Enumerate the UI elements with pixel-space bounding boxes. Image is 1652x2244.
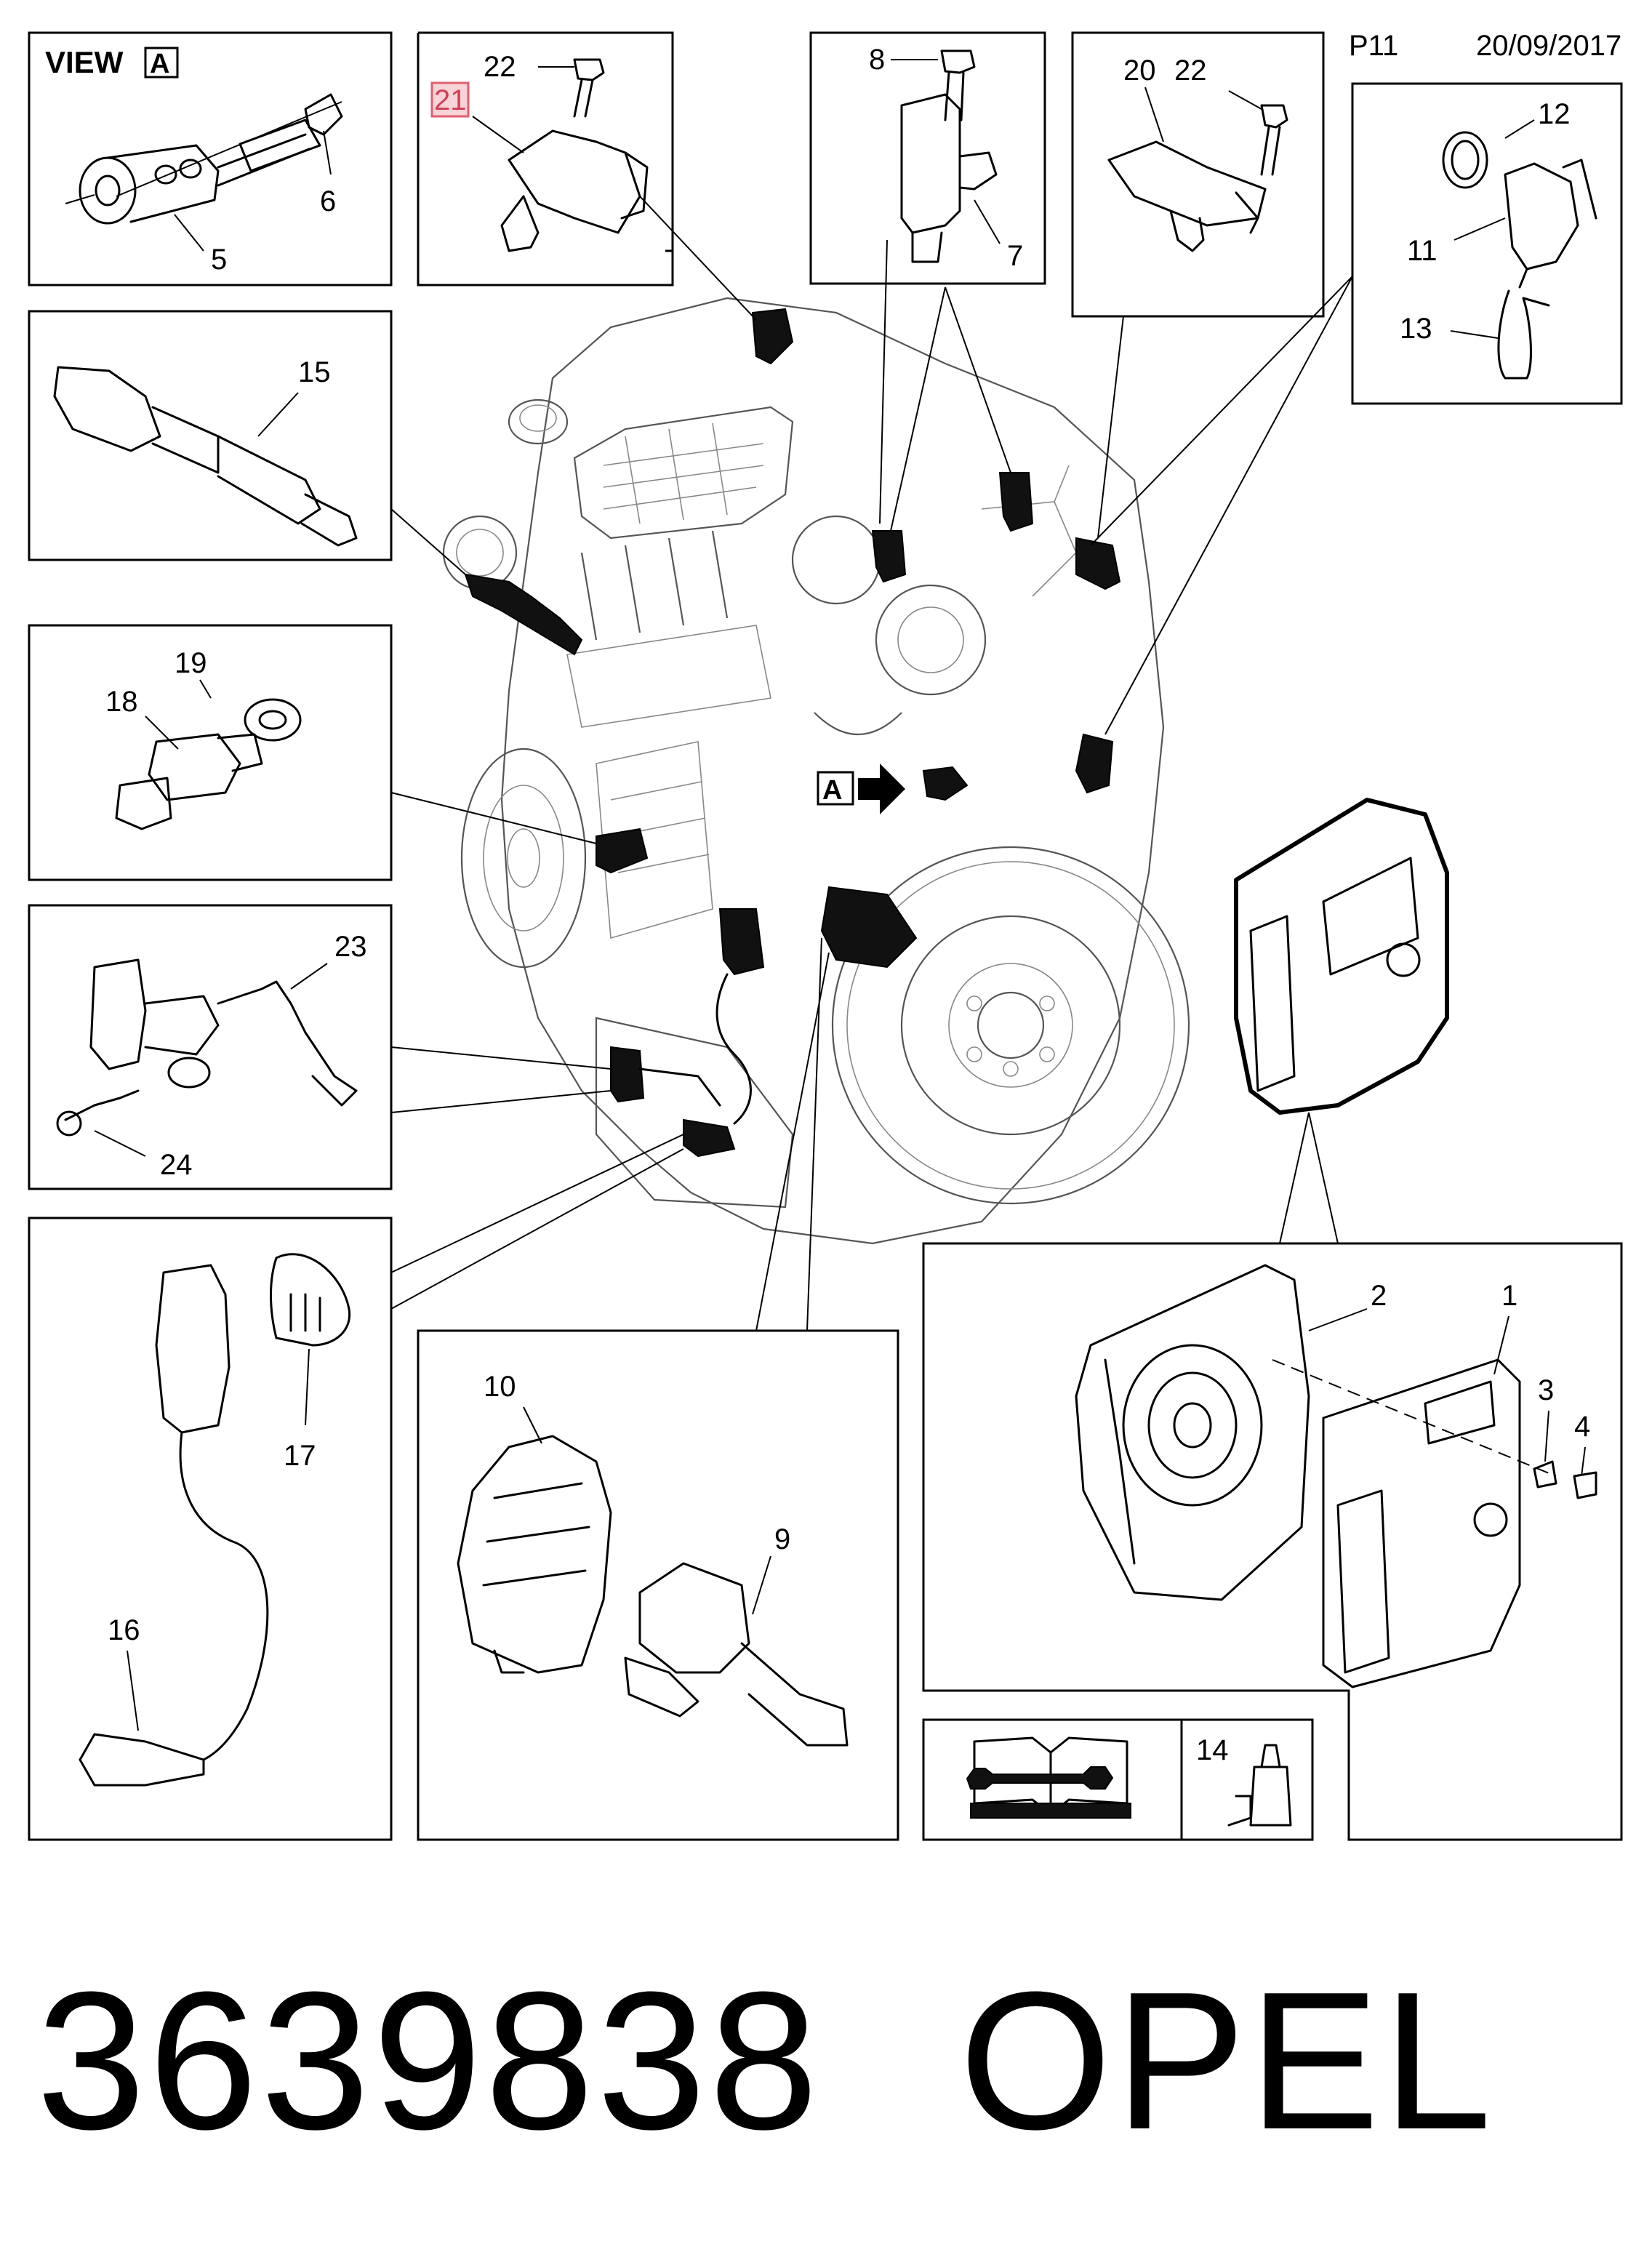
svg-text:A: A: [822, 775, 842, 806]
panel-ecu: 2 1 3 4: [922, 1242, 1623, 1841]
panel-9-10: 10 9: [417, 1329, 899, 1841]
callout-8: 8: [869, 44, 885, 76]
callout-11: 11: [1407, 235, 1438, 267]
callout-16: 16: [108, 1614, 140, 1646]
callout-19: 19: [175, 647, 207, 679]
panel-23-24: 23 24: [28, 904, 393, 1190]
callout-7: 7: [1007, 240, 1023, 272]
leader-lines: [390, 196, 1353, 1331]
callout-2: 2: [1371, 1280, 1387, 1312]
panel-18-19: 19 18: [28, 624, 393, 881]
panel-7-8: 8 7: [809, 31, 1046, 285]
page-code: P11: [1349, 30, 1398, 62]
callout-21: 21: [434, 84, 467, 116]
brand-name: OPEL: [959, 1952, 1495, 2171]
callout-1: 1: [1501, 1280, 1517, 1312]
callout-22a: 22: [484, 51, 516, 83]
callout-24: 24: [160, 1149, 193, 1181]
part-number: 3639838: [36, 1952, 822, 2171]
panel-view-a: VIEW A 5 6: [28, 31, 393, 286]
wrench-icon: [966, 1766, 1114, 1790]
panel-14: 14: [922, 1718, 1314, 1841]
engine-illustration: [442, 297, 1190, 1245]
callout-9: 9: [774, 1523, 790, 1555]
manual-book-icon: [970, 1736, 1131, 1819]
panel-11-13: 12 11 13: [1351, 82, 1623, 405]
callout-14: 14: [1196, 1734, 1229, 1766]
panel-20-22: 20 22: [1071, 31, 1325, 318]
callout-23: 23: [334, 931, 367, 963]
view-label-word: VIEW: [45, 45, 124, 79]
callout-3: 3: [1538, 1374, 1554, 1406]
callout-6: 6: [320, 185, 336, 217]
callout-13: 13: [1400, 313, 1432, 345]
callout-20: 20: [1123, 55, 1156, 87]
view-a-arrow: A: [817, 764, 905, 814]
highlight-box-21: [430, 81, 470, 118]
panel-21: 21 22: [417, 31, 674, 286]
callout-4: 4: [1574, 1411, 1590, 1443]
adhesive-bottle-icon: [1227, 1744, 1292, 1827]
callout-15: 15: [298, 356, 331, 388]
callout-17: 17: [284, 1440, 316, 1472]
view-label-letter: A: [150, 49, 169, 79]
callout-10: 10: [484, 1371, 516, 1403]
callout-22b: 22: [1174, 55, 1207, 87]
ecu-unit: [1234, 798, 1449, 1115]
panel-15: 15: [28, 310, 393, 561]
page-date: 20/09/2017: [1476, 30, 1621, 62]
callout-18: 18: [105, 686, 138, 718]
callout-12: 12: [1538, 98, 1571, 130]
callout-5: 5: [211, 244, 227, 276]
panel-16-17: 17 16: [28, 1217, 393, 1841]
